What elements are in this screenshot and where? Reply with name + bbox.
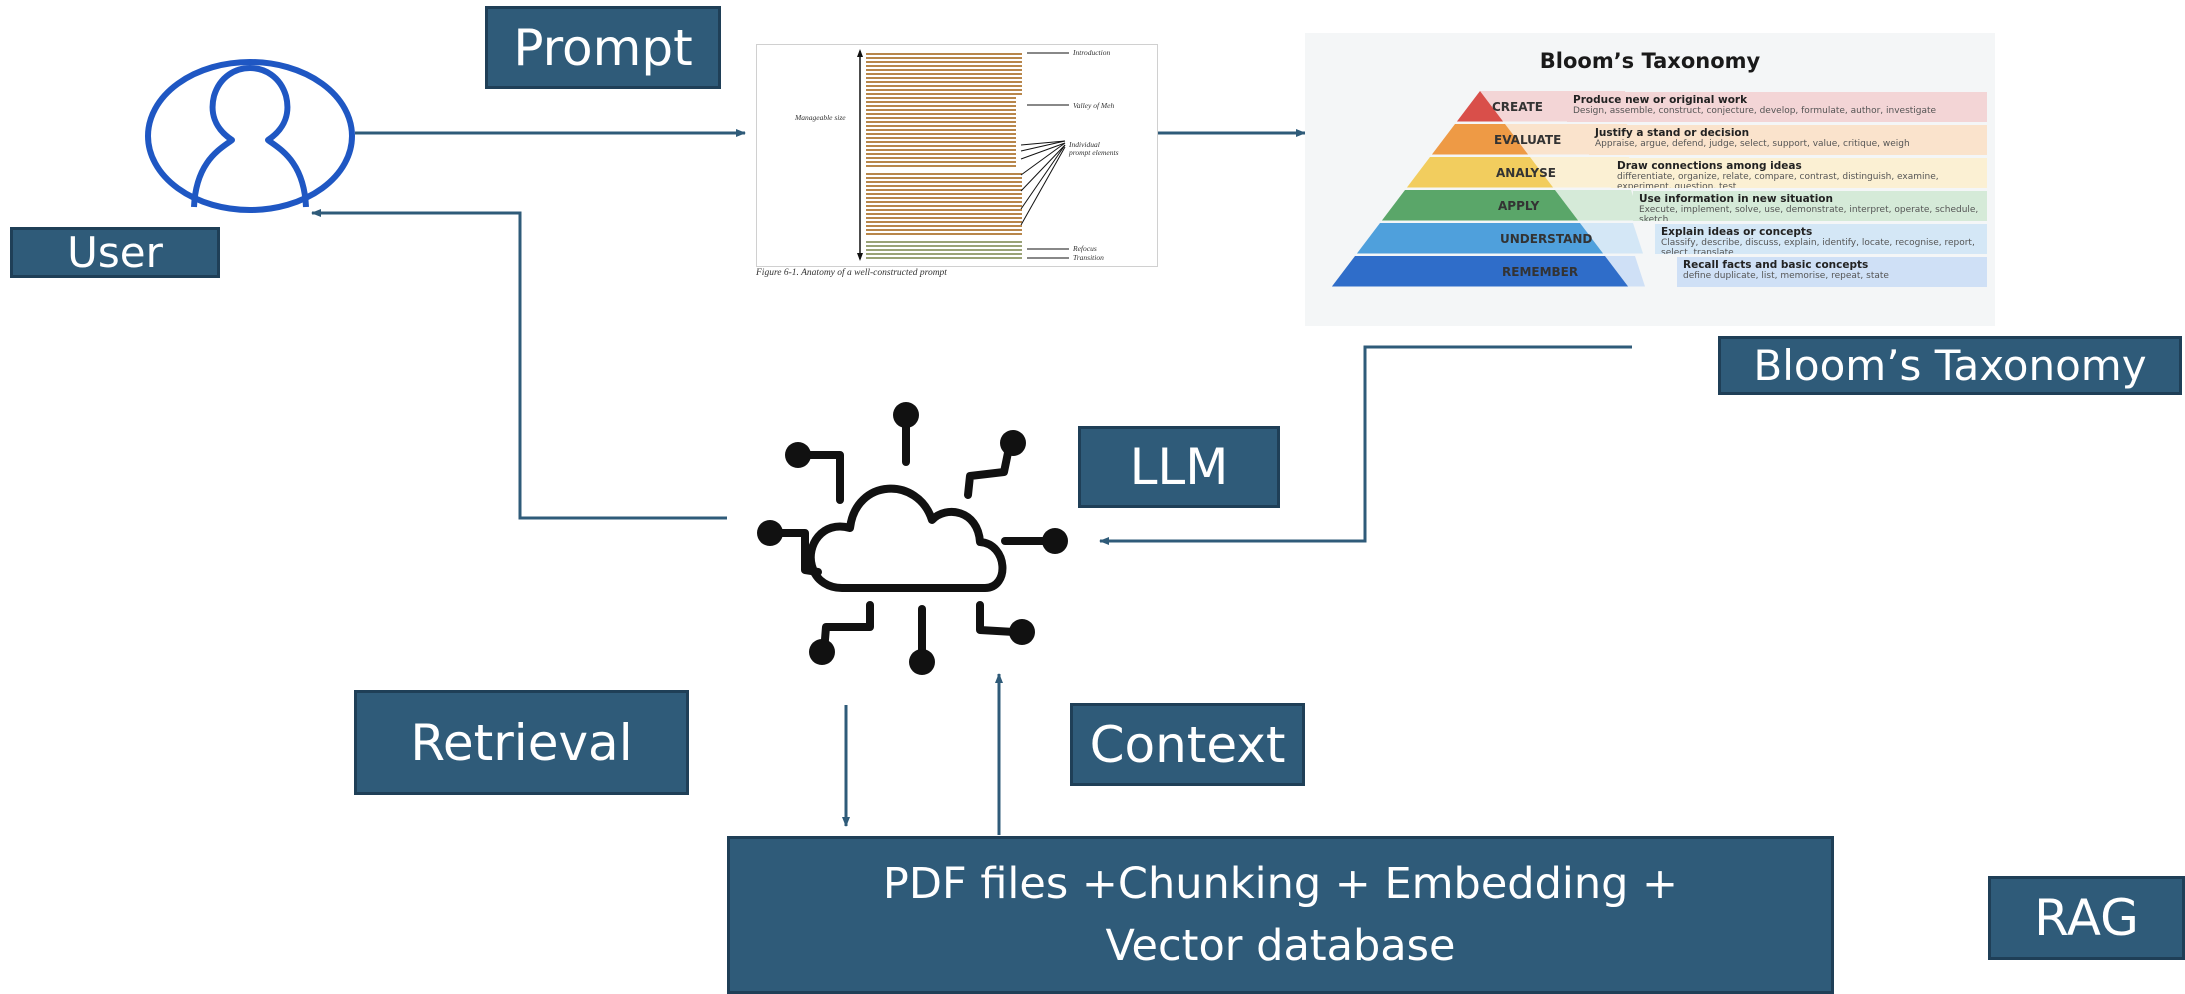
bloom-pyramid-tier [1381, 190, 1579, 221]
arrow-bloom-to-llm [1099, 345, 1632, 545]
prompt-label-box: Prompt [485, 6, 721, 89]
bloom-pyramid-tier [1406, 157, 1554, 188]
prompt-anatomy-figure: Manageable size Introduction Valley of M… [756, 44, 1158, 267]
bloom-level-verbs: Classify, describe, discuss, explain, id… [1661, 238, 1975, 254]
bloom-pyramid-tier [1356, 223, 1604, 254]
bloom-level-name: EVALUATE [1494, 133, 1562, 147]
bloom-level-heading: Produce new or original work [1573, 94, 1748, 106]
bloom-level-heading: Use information in new situation [1639, 193, 1833, 205]
bloom-level-verbs: differentiate, organize, relate, compare… [1617, 172, 1939, 188]
bloom-level-name: CREATE [1492, 100, 1543, 114]
bloom-level-verbs: Execute, implement, solve, use, demonstr… [1639, 205, 1979, 221]
bloom-level-heading: Explain ideas or concepts [1661, 226, 1813, 238]
bloom-level-heading: Recall facts and basic concepts [1683, 259, 1869, 271]
bloom-level-stripe [1580, 223, 1643, 254]
bloom-level-verbs: Appraise, argue, defend, judge, select, … [1595, 139, 1910, 149]
prompt-figure-caption: Figure 6-1. Anatomy of a well-constructe… [756, 268, 947, 278]
prompt-annotation-valley: Valley of Meh [1073, 101, 1115, 110]
bloom-taxonomy-figure: Bloom’s Taxonomy CREATE Produce new or or… [1305, 33, 1995, 326]
prompt-annotation-transition: Transition [1073, 253, 1104, 262]
bloom-figure-title: Bloom’s Taxonomy [1539, 49, 1761, 73]
bloom-level-heading: Justify a stand or decision [1595, 127, 1750, 139]
prompt-annotation-refocus: Refocus [1073, 244, 1097, 253]
database-box: PDF files +Chunking + Embedding + Vector… [727, 836, 1834, 994]
bloom-pyramid-tier [1331, 256, 1629, 287]
bloom-pyramid-tier [1456, 91, 1504, 122]
arrow-llm-to-user [311, 209, 727, 520]
prompt-size-label: Manageable size [795, 113, 846, 122]
bloom-level-name: APPLY [1498, 199, 1540, 213]
bloom-label-box: Bloom’s Taxonomy [1718, 336, 2182, 395]
bloom-level-name: ANALYSE [1496, 166, 1556, 180]
bloom-level-verbs: define duplicate, list, memorise, repeat… [1683, 271, 1889, 281]
prompt-anatomy-drawing [857, 49, 1069, 261]
user-label-box: User [10, 227, 220, 278]
bloom-level-stripe [1555, 190, 1641, 221]
bloom-pyramid-tier [1431, 124, 1529, 155]
llm-label-box: LLM [1078, 426, 1280, 508]
bloom-level-stripe [1605, 256, 1645, 287]
bloom-level-name: UNDERSTAND [1500, 232, 1593, 246]
retrieval-label-box: Retrieval [354, 690, 689, 795]
bloom-level-heading: Draw connections among ideas [1617, 160, 1802, 172]
rag-label-box: RAG [1988, 876, 2185, 960]
context-label-box: Context [1070, 703, 1305, 786]
bloom-level-name: REMEMBER [1502, 265, 1579, 279]
bloom-level-verbs: Design, assemble, construct, conjecture,… [1573, 106, 1937, 116]
prompt-annotation-introduction: Introduction [1073, 48, 1111, 57]
prompt-annotation-elements: Individual prompt elements [1069, 140, 1119, 157]
